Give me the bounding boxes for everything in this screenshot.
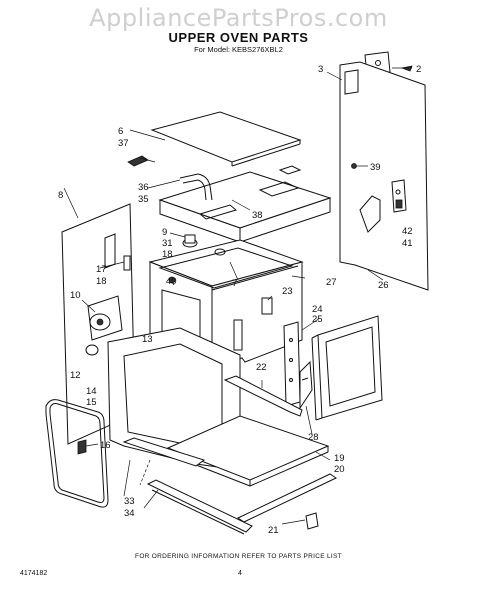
callout-36: 36	[138, 182, 149, 193]
callout-26: 26	[378, 280, 389, 291]
part-34-rail	[146, 479, 253, 535]
part-28-latch	[299, 360, 313, 410]
part-9-sensor	[169, 232, 198, 248]
callout-9: 9	[162, 227, 167, 238]
callout-21: 21	[268, 525, 279, 536]
callout-7: 7	[232, 278, 237, 289]
part-23-bracket	[261, 297, 273, 315]
part-33-trim	[122, 437, 206, 486]
callout-38: 38	[252, 210, 263, 221]
callout-13: 13	[142, 334, 153, 345]
callout-27: 27	[326, 277, 337, 288]
callout-6: 6	[118, 126, 123, 137]
part-42-hinge	[359, 179, 407, 233]
part-24-latch-rail	[283, 321, 301, 407]
callout-18b: 18	[96, 276, 107, 287]
callout-22: 22	[256, 362, 267, 373]
callout-2: 2	[416, 64, 421, 75]
document-number: 4174182	[20, 570, 48, 577]
part-6-top-panel	[150, 111, 302, 167]
callout-24: 24	[312, 304, 323, 315]
watermark-text: AppliancePartsPros.com	[89, 4, 388, 32]
ordering-note: FOR ORDERING INFORMATION REFER TO PARTS …	[135, 553, 342, 560]
callout-12: 12	[70, 370, 81, 381]
part-17-bracket	[99, 255, 131, 271]
callout-40: 40	[166, 276, 177, 287]
callout-14: 14	[86, 386, 97, 397]
page-title: UPPER OVEN PARTS	[168, 30, 309, 45]
part-38-top-frame	[158, 165, 332, 243]
callout-8: 8	[58, 190, 63, 201]
callout-17: 17	[96, 264, 107, 275]
part-10-element	[81, 295, 123, 356]
part-22-rail	[223, 375, 303, 417]
page-number: 4	[238, 570, 242, 577]
callout-18a: 18	[162, 249, 173, 260]
callout-labels: 2 3 6 37 39 36 35 38 8 9 31 18 17 18 7 2…	[58, 64, 421, 536]
callout-42: 42	[402, 226, 413, 237]
callout-33: 33	[124, 496, 135, 507]
callout-10: 10	[70, 290, 81, 301]
callout-28: 28	[308, 432, 319, 443]
part-16-gasket	[45, 399, 109, 508]
part-36-connector	[179, 173, 213, 201]
callout-39: 39	[370, 162, 381, 173]
callout-41: 41	[402, 238, 413, 249]
part-20-bar	[236, 473, 338, 523]
part-37-bracket	[127, 155, 156, 167]
part-3-side-panel	[326, 61, 429, 291]
part-21-clip	[281, 512, 319, 530]
callout-34: 34	[124, 508, 135, 519]
callout-23: 23	[282, 286, 293, 297]
callout-37: 37	[118, 138, 129, 149]
callout-35: 35	[138, 194, 149, 205]
model-subtitle: For Model: KEBS276XBL2	[194, 45, 283, 54]
callout-16: 16	[100, 440, 111, 451]
callout-3: 3	[318, 64, 323, 75]
part-39-screw	[351, 163, 368, 169]
callout-25: 25	[312, 314, 323, 325]
callout-31: 31	[162, 238, 173, 249]
leader-lines	[123, 129, 384, 509]
callout-20: 20	[334, 464, 345, 475]
callout-15: 15	[86, 397, 97, 408]
part-25-door-panel	[311, 315, 383, 421]
callout-19: 19	[334, 453, 345, 464]
